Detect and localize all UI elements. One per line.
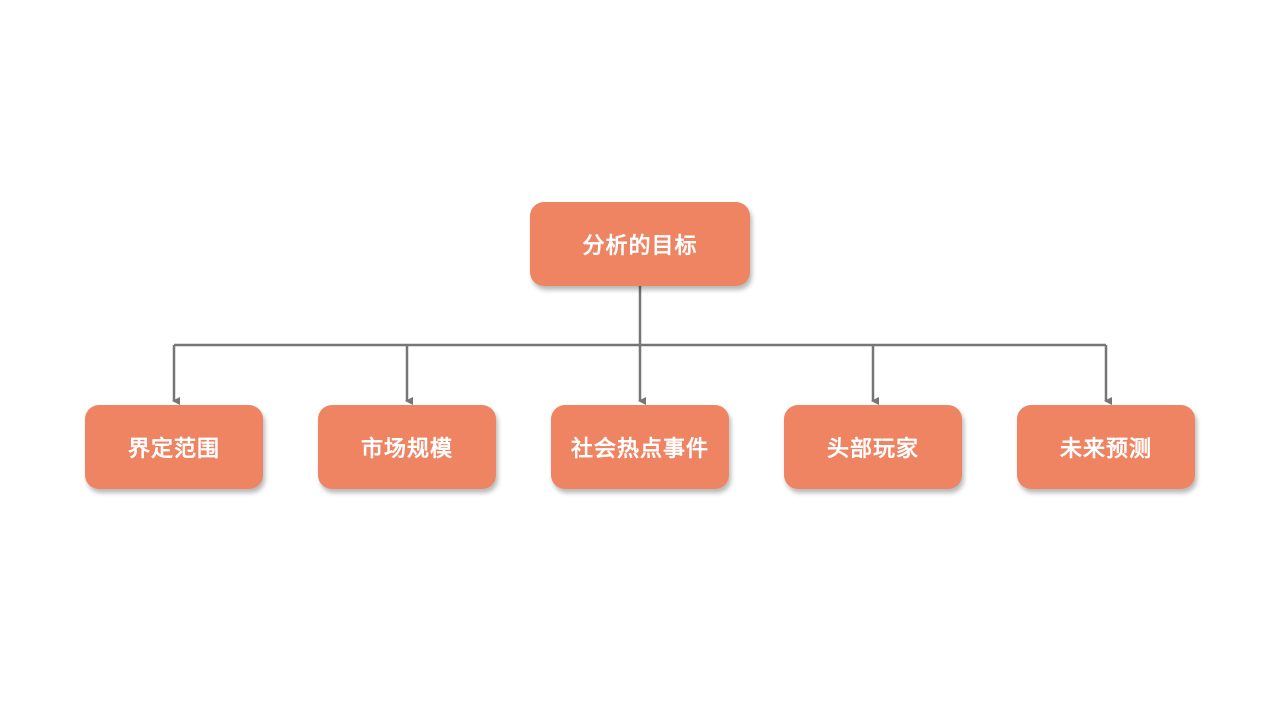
child-node-label: 头部玩家	[826, 437, 919, 462]
child-node-label: 市场规模	[360, 437, 453, 462]
child-node-label: 未来预测	[1059, 437, 1152, 462]
child-node-social-hot-events: 社会热点事件	[551, 405, 729, 489]
child-node-market-size: 市场规模	[318, 405, 496, 489]
connector-group	[172, 286, 1112, 405]
child-node-label: 界定范围	[127, 437, 220, 462]
root-node-analysis-goal: 分析的目标	[530, 202, 750, 286]
child-node-define-scope: 界定范围	[85, 405, 263, 489]
child-node-label: 社会热点事件	[570, 437, 709, 462]
child-node-leading-players: 头部玩家	[784, 405, 962, 489]
child-node-future-forecast: 未来预测	[1017, 405, 1195, 489]
root-node-label: 分析的目标	[582, 234, 698, 259]
